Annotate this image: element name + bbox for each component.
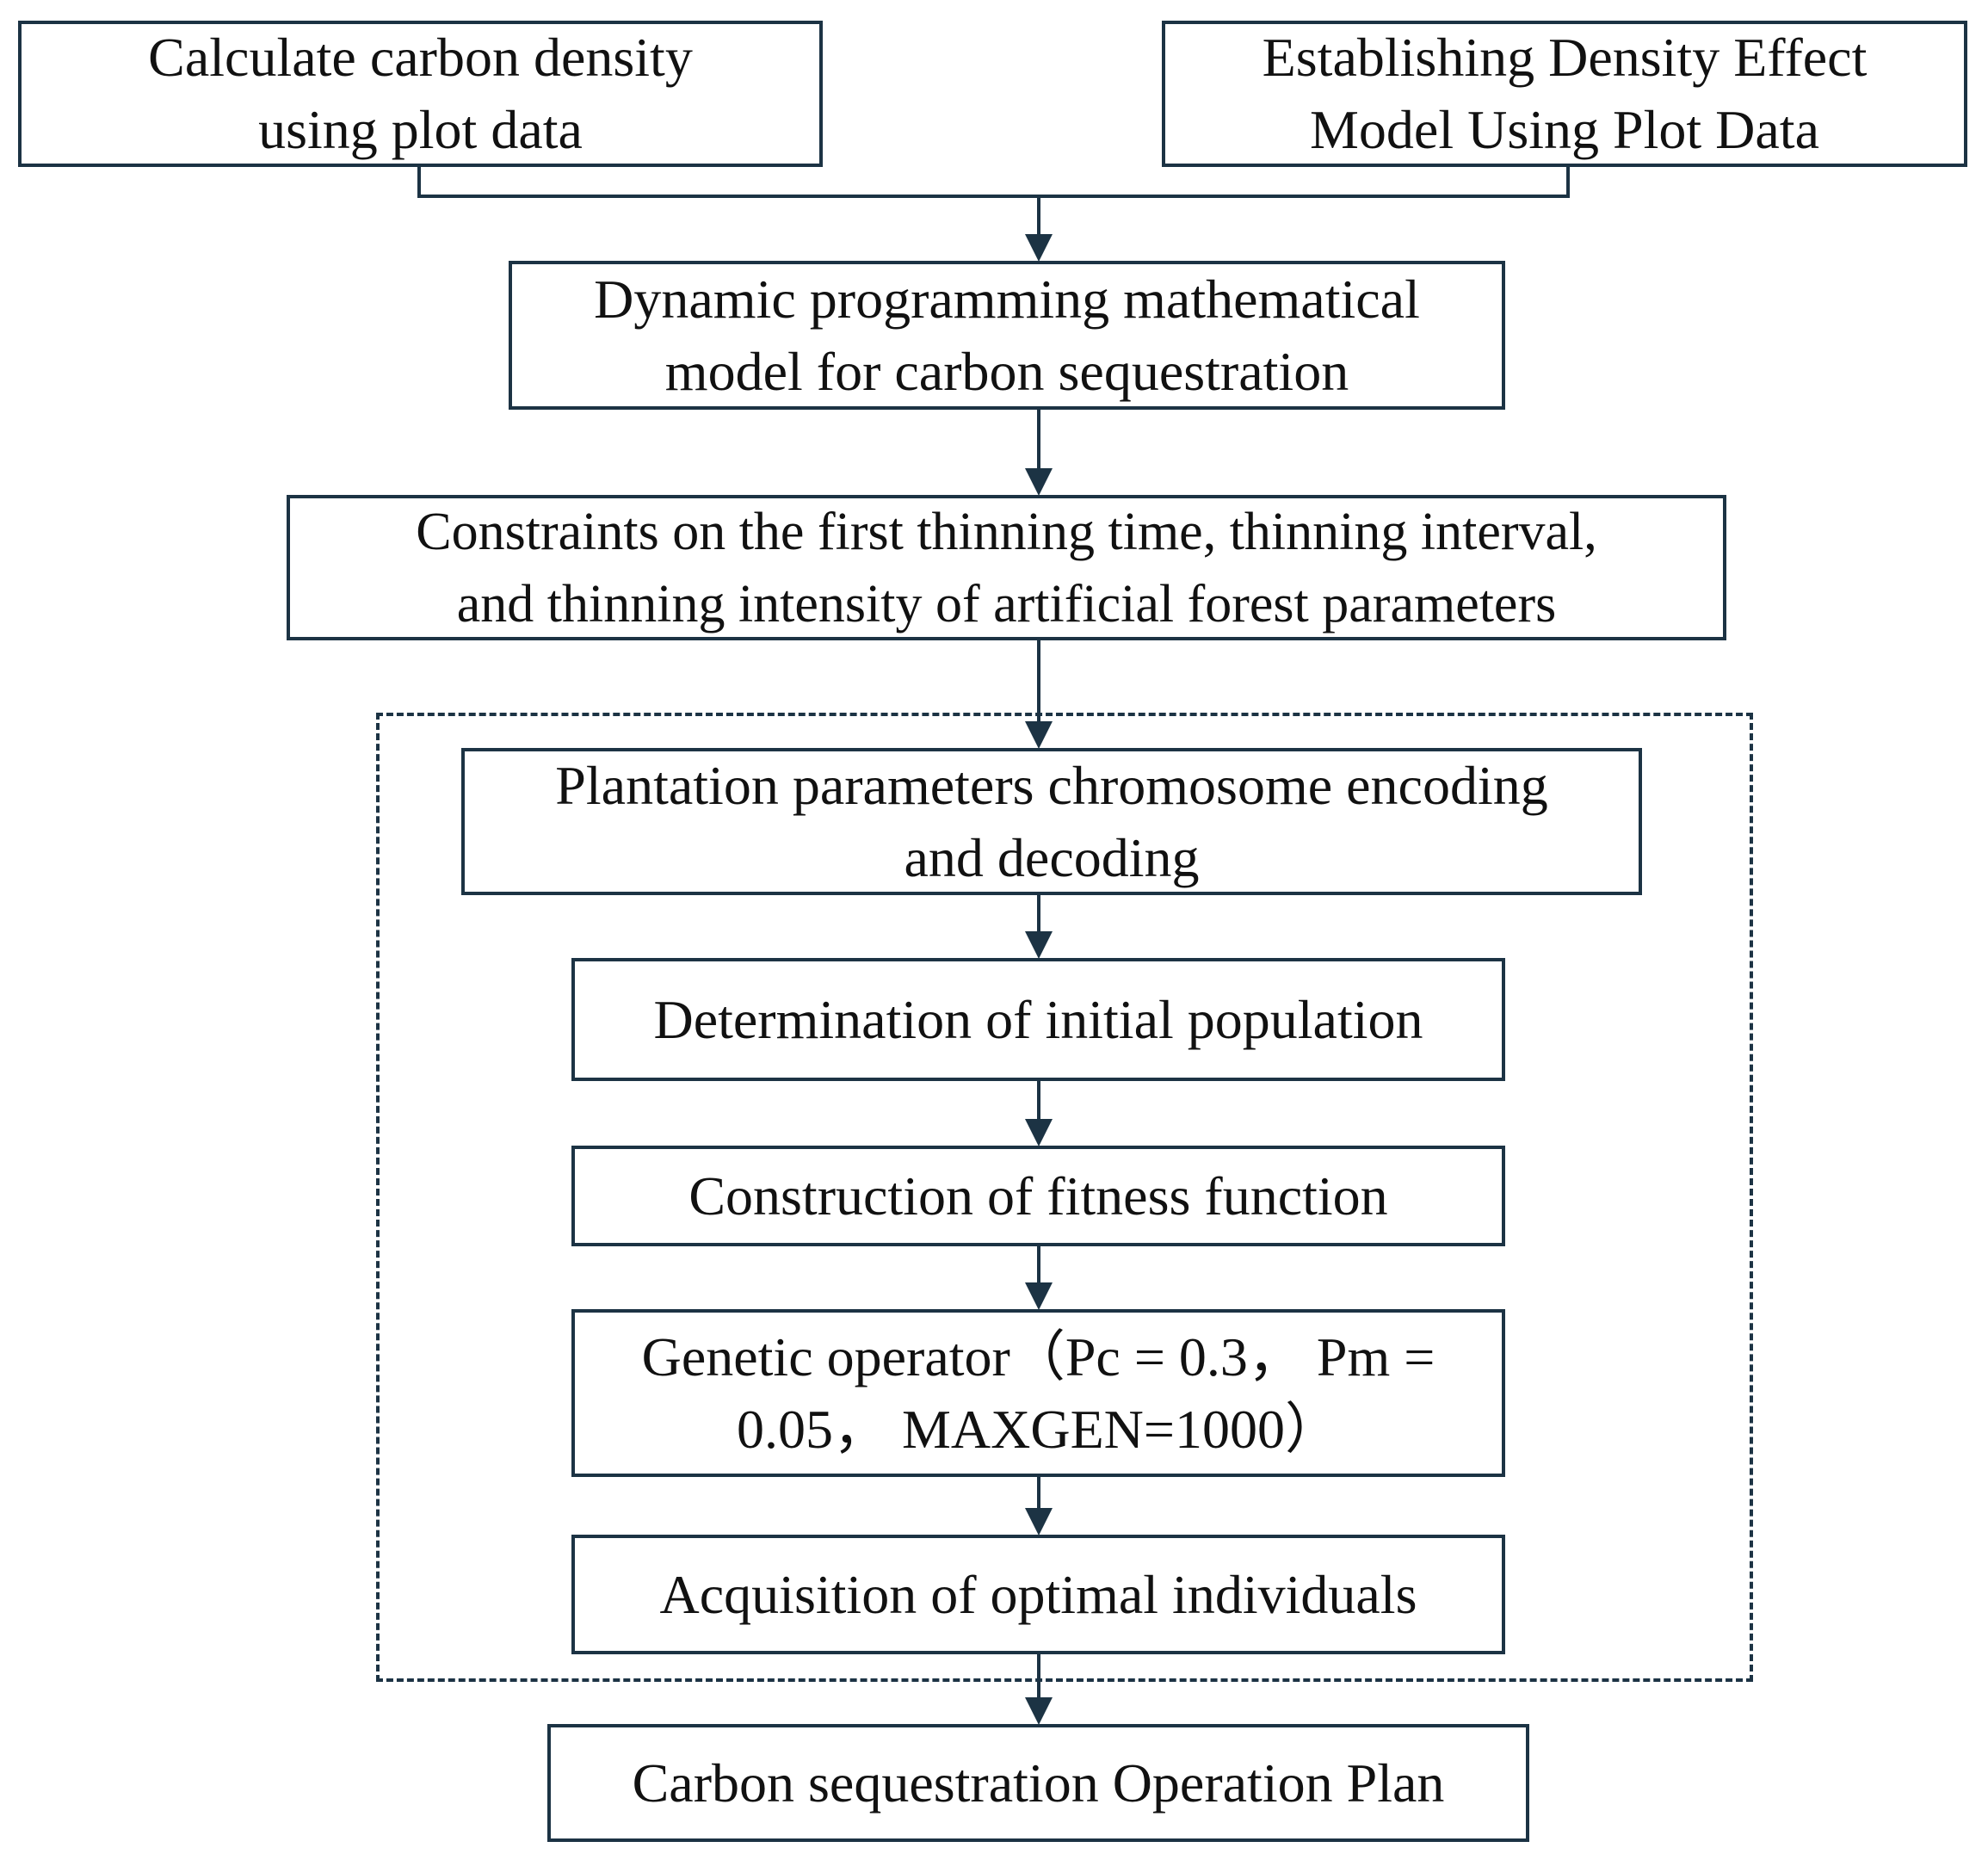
calc-carbon-density-box: Calculate carbon density using plot data — [18, 21, 823, 167]
density-effect-model-line2: Model Using Plot Data — [1310, 99, 1819, 160]
calc-carbon-density-line1: Calculate carbon density — [148, 27, 693, 88]
genetic-operator-line2: 0.05， MAXGEN=1000） — [737, 1398, 1340, 1460]
optimal-individuals-label: Acquisition of optimal individuals — [659, 1563, 1417, 1625]
calc-carbon-density-line2: using plot data — [258, 99, 583, 160]
density-effect-model-line1: Establishing Density Effect — [1262, 27, 1868, 88]
fitness-function-box: Construction of fitness function — [571, 1146, 1505, 1246]
operation-plan-box: Carbon sequestration Operation Plan — [547, 1724, 1529, 1842]
dynamic-programming-box: Dynamic programming mathematical model f… — [509, 261, 1505, 410]
density-effect-model-box: Establishing Density Effect Model Using … — [1162, 21, 1967, 167]
operation-plan-label: Carbon sequestration Operation Plan — [632, 1752, 1445, 1814]
constraints-line1: Constraints on the first thinning time, … — [416, 502, 1597, 561]
merge-connector — [417, 167, 1570, 198]
dynamic-programming-line1: Dynamic programming mathematical — [594, 268, 1420, 330]
initial-population-box: Determination of initial population — [571, 958, 1505, 1081]
initial-population-label: Determination of initial population — [653, 988, 1423, 1050]
constraints-line2: and thinning intensity of artificial for… — [456, 574, 1557, 633]
dynamic-programming-line2: model for carbon sequestration — [664, 340, 1349, 402]
chromosome-encoding-line1: Plantation parameters chromosome encodin… — [555, 754, 1548, 816]
genetic-operator-line1: Genetic operator（Pc = 0.3， Pm = — [641, 1325, 1435, 1387]
chromosome-encoding-box: Plantation parameters chromosome encodin… — [461, 748, 1642, 895]
genetic-algorithm-group-frame — [376, 713, 1753, 1682]
chromosome-encoding-line2: and decoding — [904, 826, 1200, 888]
fitness-function-label: Construction of fitness function — [688, 1165, 1388, 1227]
optimal-individuals-box: Acquisition of optimal individuals — [571, 1535, 1505, 1654]
constraints-box: Constraints on the first thinning time, … — [287, 495, 1726, 640]
genetic-operator-box: Genetic operator（Pc = 0.3， Pm = 0.05， MA… — [571, 1309, 1505, 1477]
